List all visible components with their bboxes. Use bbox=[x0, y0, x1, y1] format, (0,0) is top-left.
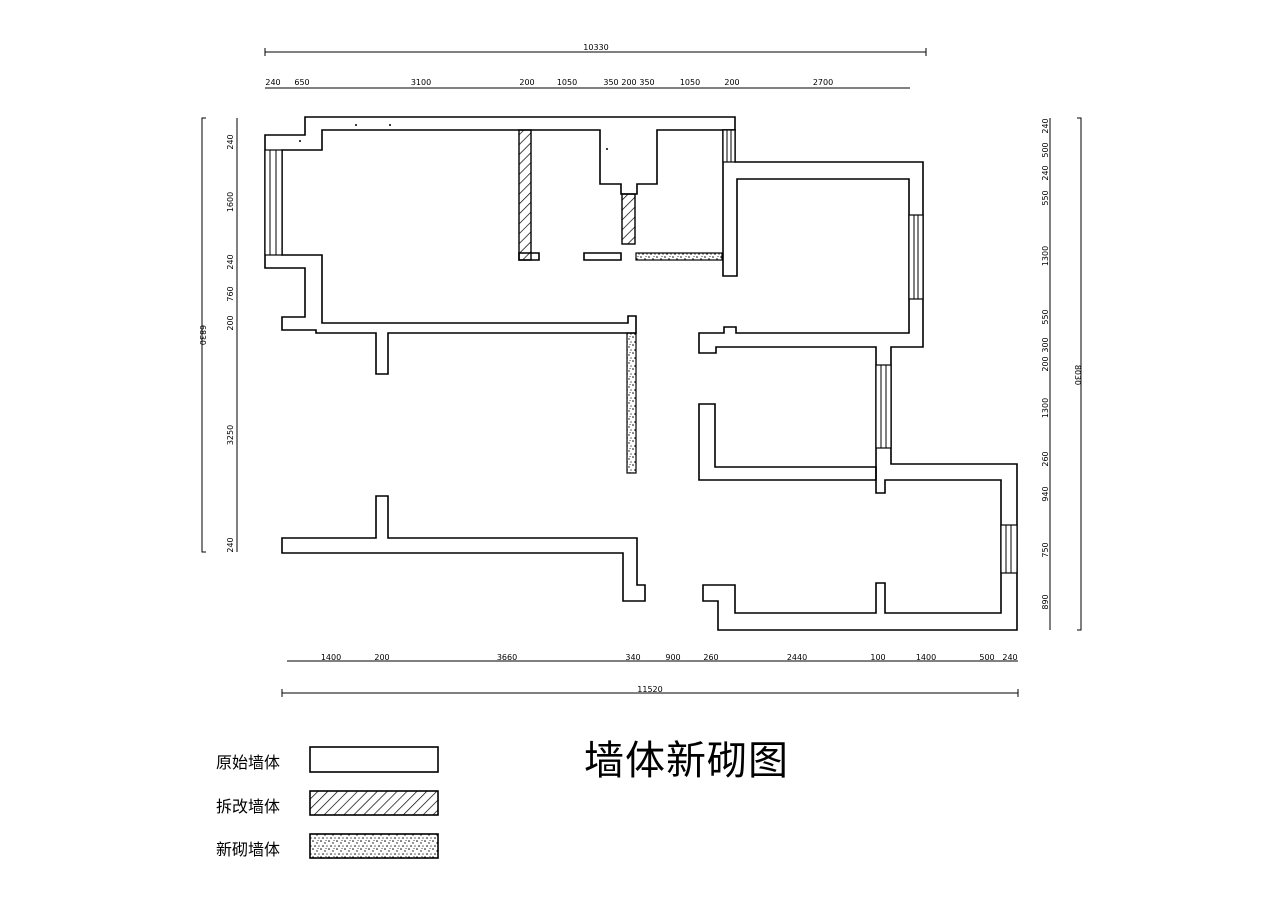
right-dimension: 8030 240 500 240 550 1300 550 300 200 13… bbox=[1041, 117, 1082, 631]
bottom-seg-8: 100 bbox=[870, 653, 885, 662]
right-seg-3: 240 bbox=[1041, 165, 1050, 180]
left-dimension: 6830 240 1600 240 760 200 3250 240 bbox=[198, 117, 238, 553]
top-total-label: 10330 bbox=[583, 43, 608, 52]
top-seg-1: 240 bbox=[265, 78, 280, 87]
demolished-walls bbox=[518, 129, 636, 261]
right-seg-8: 200 bbox=[1041, 356, 1050, 371]
left-seg-2: 1600 bbox=[226, 192, 235, 212]
right-seg-2: 500 bbox=[1041, 142, 1050, 157]
top-seg-3: 3100 bbox=[411, 78, 431, 87]
top-seg-11: 2700 bbox=[813, 78, 833, 87]
bottom-segment-dimension: 1400 200 3660 340 900 260 2440 100 1400 … bbox=[287, 653, 1018, 662]
new-walls bbox=[626, 252, 723, 474]
right-seg-4: 550 bbox=[1041, 190, 1050, 205]
top-seg-10: 200 bbox=[724, 78, 739, 87]
right-seg-11: 940 bbox=[1041, 486, 1050, 501]
bottom-seg-7: 2440 bbox=[787, 653, 807, 662]
legend-swatch-original bbox=[309, 746, 439, 773]
right-seg-6: 550 bbox=[1041, 309, 1050, 324]
right-seg-7: 300 bbox=[1041, 337, 1050, 352]
original-walls bbox=[264, 116, 1018, 631]
plan-dots bbox=[299, 124, 608, 150]
bottom-seg-3: 3660 bbox=[497, 653, 517, 662]
right-seg-12: 750 bbox=[1041, 542, 1050, 557]
right-seg-1: 240 bbox=[1041, 118, 1050, 133]
right-seg-5: 1300 bbox=[1041, 246, 1050, 266]
right-seg-10: 260 bbox=[1041, 451, 1050, 466]
bottom-seg-4: 340 bbox=[625, 653, 640, 662]
top-total-dimension: 10330 bbox=[264, 43, 927, 56]
top-seg-2: 650 bbox=[294, 78, 309, 87]
left-seg-4: 760 bbox=[226, 286, 235, 301]
bottom-seg-1: 1400 bbox=[321, 653, 341, 662]
left-seg-5: 200 bbox=[226, 315, 235, 330]
top-seg-6: 350 bbox=[603, 78, 618, 87]
left-seg-3: 240 bbox=[226, 254, 235, 269]
bottom-seg-9: 1400 bbox=[916, 653, 936, 662]
top-seg-8: 350 bbox=[639, 78, 654, 87]
bottom-seg-5: 900 bbox=[665, 653, 680, 662]
bottom-seg-2: 200 bbox=[374, 653, 389, 662]
legend-label-new: 新砌墙体 bbox=[216, 840, 281, 859]
right-total-label: 8030 bbox=[1073, 365, 1082, 385]
top-seg-5: 1050 bbox=[557, 78, 577, 87]
legend-swatches bbox=[309, 746, 439, 859]
legend-label-demolished: 拆改墙体 bbox=[216, 797, 281, 816]
right-seg-13: 890 bbox=[1041, 594, 1050, 609]
bottom-seg-6: 260 bbox=[703, 653, 718, 662]
legend-label-original: 原始墙体 bbox=[216, 753, 281, 772]
legend-swatch-demolished bbox=[309, 790, 439, 816]
top-seg-4: 200 bbox=[519, 78, 534, 87]
left-seg-7: 240 bbox=[226, 537, 235, 552]
bottom-total-label: 11520 bbox=[637, 685, 662, 694]
bottom-seg-11: 240 bbox=[1002, 653, 1017, 662]
bottom-seg-10: 500 bbox=[979, 653, 994, 662]
top-seg-9: 1050 bbox=[680, 78, 700, 87]
left-seg-6: 3250 bbox=[226, 425, 235, 445]
top-segment-dimension: 240 650 3100 200 1050 350 200 350 1050 2… bbox=[265, 78, 910, 89]
bottom-total-dimension: 11520 bbox=[281, 685, 1019, 697]
right-seg-9: 1300 bbox=[1041, 398, 1050, 418]
legend-swatch-new bbox=[309, 833, 439, 859]
windows bbox=[264, 129, 1018, 574]
top-seg-7: 200 bbox=[621, 78, 636, 87]
drawing-title: 墙体新砌图 bbox=[584, 738, 789, 784]
left-seg-1: 240 bbox=[226, 134, 235, 149]
left-total-label: 6830 bbox=[198, 325, 207, 345]
